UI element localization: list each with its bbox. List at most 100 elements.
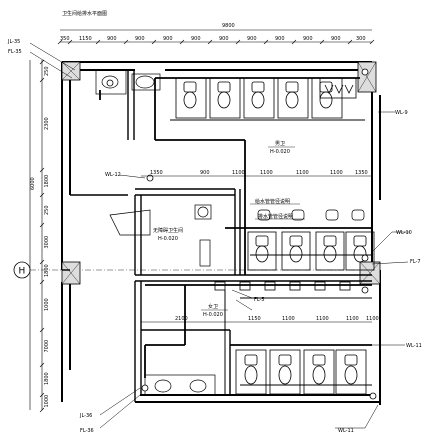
- left-dim-tick: [39, 192, 45, 198]
- left-dim-label: 2300: [44, 117, 50, 130]
- left-dim-label: 250: [44, 66, 50, 76]
- mid-dim-label: 1100: [330, 170, 343, 176]
- room-men-elev: H-0.020: [270, 149, 290, 155]
- top-dim-tick: [369, 39, 375, 45]
- interior-walls: [62, 70, 372, 402]
- tag-fl7: FL-7: [410, 259, 421, 265]
- top-dim-label: 300: [356, 36, 366, 42]
- wc-stall: [345, 231, 375, 271]
- wc-toilet: [278, 354, 292, 366]
- mid-dim-label: 1350: [150, 170, 163, 176]
- top-dim-tick: [291, 39, 297, 45]
- supply-pipes: [99, 77, 372, 378]
- wc-stall: [175, 77, 207, 119]
- top-dim-tick: [179, 39, 185, 45]
- left-dim-label: 1800: [44, 372, 50, 385]
- left-dim-tick: [39, 407, 45, 413]
- floor-drain: [214, 281, 226, 291]
- wc-seat: [255, 245, 269, 263]
- left-dim-tick: [39, 167, 45, 173]
- top-dim-label: 900: [219, 36, 229, 42]
- left-dim-tick: [39, 279, 45, 285]
- wc-toilet: [344, 354, 358, 366]
- riser-markers: [106, 68, 377, 400]
- room-men-name: 男卫: [275, 141, 285, 147]
- left-dim-label: 7000: [44, 340, 50, 353]
- wc-toilet: [312, 354, 326, 366]
- wc-seat: [278, 365, 292, 385]
- room-access-elev: H-0.020: [158, 236, 178, 242]
- lower-dim-label: 1100: [346, 316, 359, 322]
- wc-toilet: [183, 81, 197, 93]
- top-dim-label: 900: [135, 36, 145, 42]
- mid-dim-label: 1350: [355, 170, 368, 176]
- left-dim-tick: [39, 327, 45, 333]
- top-dim-label: 900: [303, 36, 313, 42]
- wc-seat: [217, 91, 231, 109]
- note-drain: 排水管管径说明: [258, 213, 293, 220]
- tag-wl9: WL-9: [395, 110, 408, 116]
- top-dim-tick: [235, 39, 241, 45]
- tag-fl35: FL-35: [8, 49, 22, 55]
- top-dim-label: 350: [60, 36, 70, 42]
- wc-toilet: [289, 235, 303, 247]
- left-dim-tick: [39, 362, 45, 368]
- left-dim-tick: [39, 259, 45, 265]
- left-dim-label: 1800: [44, 175, 50, 188]
- wc-stall: [281, 231, 311, 271]
- floor-drain: [339, 281, 351, 291]
- lower-dim-label: 1150: [248, 316, 261, 322]
- lower-dim-label: 1100: [366, 316, 379, 322]
- mid-dim-label: 900: [200, 170, 210, 176]
- top-dim-tick: [207, 39, 213, 45]
- left-dim-label: 250: [44, 205, 50, 215]
- note-supply: 给水管管径说明: [255, 198, 290, 205]
- wc-stall: [335, 349, 367, 395]
- top-dim-label: 900: [247, 36, 257, 42]
- top-dim-label: 1150: [79, 36, 92, 42]
- wc-stall: [315, 231, 345, 271]
- outer-walls: [61, 61, 381, 405]
- lower-dim-label: 2100: [175, 316, 188, 322]
- wc-stall: [277, 77, 309, 119]
- wc-stall: [247, 231, 277, 271]
- wc-toilet: [323, 235, 337, 247]
- wc-stall: [303, 349, 335, 395]
- wc-seat: [251, 91, 265, 109]
- accessible-fixtures: [109, 204, 212, 267]
- lower-dim-label: 1100: [282, 316, 295, 322]
- tag-wl10: WL-10: [396, 230, 412, 236]
- left-dim-tick: [39, 392, 45, 398]
- room-women-elev: H-0.020: [203, 312, 223, 318]
- wc-seat: [344, 365, 358, 385]
- wc-toilet: [217, 81, 231, 93]
- tag-leaders: [29, 42, 410, 429]
- wc-toilet: [251, 81, 265, 93]
- urinal-mark: [324, 84, 334, 94]
- left-dim-label: 1800: [44, 264, 50, 277]
- wc-stall: [269, 349, 301, 395]
- column-hatch: [61, 61, 381, 285]
- wc-toilet: [244, 354, 258, 366]
- left-dim-tick: [39, 222, 45, 228]
- floor-drain: [289, 281, 301, 291]
- wc-seat: [183, 91, 197, 109]
- wc-seat: [312, 365, 326, 385]
- wc-toilet: [353, 235, 367, 247]
- tag-fl36: FL-36: [80, 428, 94, 434]
- urinal-group: [319, 77, 357, 99]
- top-dim-tick: [263, 39, 269, 45]
- stalls-upper: [175, 77, 357, 119]
- wc-toilet: [255, 235, 269, 247]
- wc-seat: [285, 91, 299, 109]
- top-total-dim: 9800: [222, 23, 235, 29]
- left-dim-label: 1000: [44, 298, 50, 311]
- top-dim-tick: [95, 39, 101, 45]
- tag-wl12: WL-12: [105, 172, 121, 178]
- wc-stall: [243, 77, 275, 119]
- top-dim-label: 900: [331, 36, 341, 42]
